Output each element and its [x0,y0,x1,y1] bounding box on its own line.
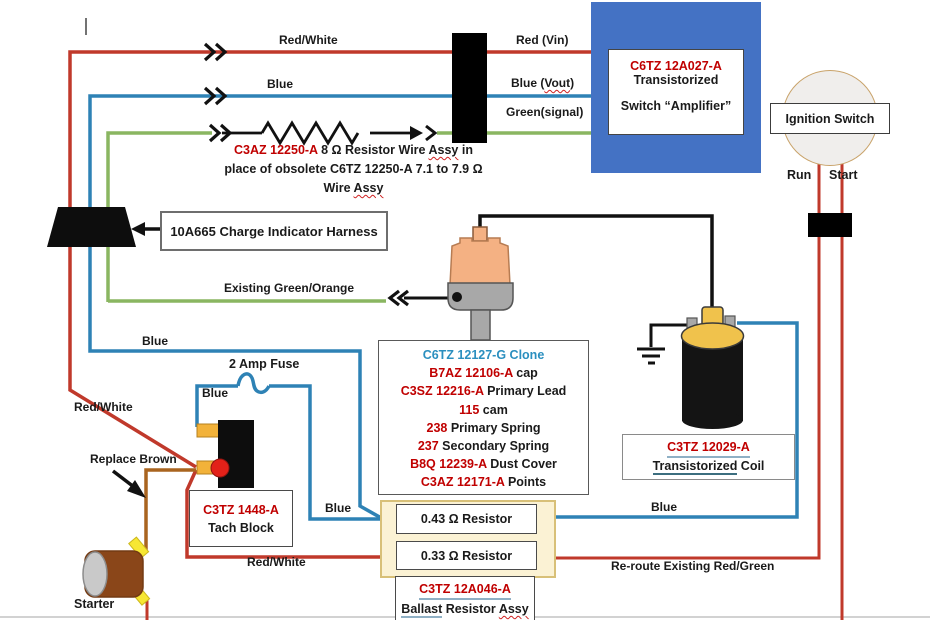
tach-block-callout: C3TZ 1448-A Tach Block [189,490,293,547]
parts-line: C3SZ 12216-A Primary Lead [400,384,567,399]
coil-callout: C3TZ 12029-A Transistorized Coil [622,434,795,480]
left-arrowhead-icon [131,222,145,236]
amplifier-part-number: C6TZ 12A027-A [630,59,722,73]
fuse-symbol [236,372,271,395]
pickup-terminal-dot [452,292,462,302]
ignition-connector [808,213,852,237]
harness-label-text: 10A665 Charge Indicator Harness [170,223,378,239]
blue-harness-label: Blue [142,334,169,348]
tach-terminal-top [196,423,221,438]
charge-indicator-harness-plug [47,207,136,247]
amplifier-module: C6TZ 12A027-A Transistorized Switch “Amp… [591,2,761,173]
arrow-shaft [111,469,136,489]
blue-right-label: Blue [651,500,678,514]
blue-mid-label: Blue [325,501,352,515]
ballast-name: Ballast Resistor Assy [401,602,529,618]
distributor-cap-tower [472,226,488,242]
tach-terminal-dot [210,458,230,478]
ballast-callout: C3TZ 12A046-A Ballast Resistor Assy [395,576,535,620]
replace-brown-arrow [111,469,146,498]
resistor-wire-assy [222,120,410,146]
ballast-part-number: C3TZ 12A046-A [419,580,511,600]
connector-chevrons-icon [203,42,233,143]
red-white-left-label: Red/White [74,400,133,414]
fuse-label: 2 Amp Fuse [229,357,300,371]
blue-wire [88,94,799,521]
bulkhead-connector [452,33,487,143]
tach-name: Tach Block [208,520,274,535]
existing-green-orange-label: Existing Green/Orange [224,281,355,295]
parts-line: 115 cam [459,402,508,417]
blue-fuse-label: Blue [202,386,229,400]
parts-line: B8Q 12239-A Dust Cover [410,457,557,472]
harness-arrow [131,222,160,236]
parts-line: 238 Primary Spring [426,420,541,435]
chevron-left-icon [387,289,409,307]
ground-icon [637,323,695,365]
red-white-top-label: Red/White [279,33,338,47]
distributor-graphic [447,226,514,341]
resistor-033: 0.33 Ω Resistor [396,541,537,570]
coil-part-number: C3TZ 12029-A [667,439,750,458]
green-signal-label: Green(signal) [506,105,584,119]
starter-end-cap [82,551,108,597]
replace-brown-label: Replace Brown [90,452,177,466]
amplifier-label: C6TZ 12A027-A Transistorized Switch “Amp… [608,49,744,135]
distributor-parts-callout: C6TZ 12127-G Clone B7AZ 12106-A cap C3SZ… [378,340,589,495]
starter-graphic [82,536,151,606]
blue-vout-label: Blue (Vout) [511,76,575,90]
distributor-body [447,282,514,311]
tach-block-body [218,420,254,488]
distributor-cap [449,237,511,286]
ignition-switch-text: Ignition Switch [785,111,875,126]
amplifier-name-line1: Transistorized [633,73,719,87]
coil-high-tension-wire [478,214,714,310]
red-white-bottom-label: Red/White [247,555,306,569]
red-vin-label: Red (Vin) [516,33,569,47]
coil-name: Transistorized Coil [652,459,765,475]
run-label: Run [787,168,812,182]
down-right-arrowhead-icon [127,480,146,498]
parts-line: 237 Secondary Spring [417,439,550,454]
parts-line: C6TZ 12127-G Clone [422,348,545,362]
resistor-wire-part-number: C3AZ 12250-A [234,143,318,157]
resistor-043: 0.43 Ω Resistor [396,504,537,534]
start-label: Start [829,168,858,182]
harness-callout: 10A665 Charge Indicator Harness [160,211,388,251]
tach-part-number: C3TZ 1448-A [203,502,279,517]
parts-line: B7AZ 12106-A cap [429,366,538,381]
blue-top-label: Blue [267,77,294,91]
right-arrowhead-icon [410,126,423,140]
chevron-right-icon [425,124,438,142]
coil-graphic [680,306,745,429]
amplifier-name-line2: Switch “Amplifier” [620,99,732,113]
brown-wire [144,468,196,550]
distributor-shaft [470,309,491,341]
tach-block-graphic [196,420,254,488]
reroute-label: Re-route Existing Red/Green [611,559,775,573]
starter-label: Starter [74,597,115,611]
resistor-wire-note: C3AZ 12250-A 8 Ω Resistor Wire Assy in p… [224,143,483,195]
ignition-switch-label: Ignition Switch [770,103,890,134]
coil-top [680,322,745,350]
parts-line: C3AZ 12171-A Points [420,475,547,490]
coil-body-bottom [682,411,743,429]
